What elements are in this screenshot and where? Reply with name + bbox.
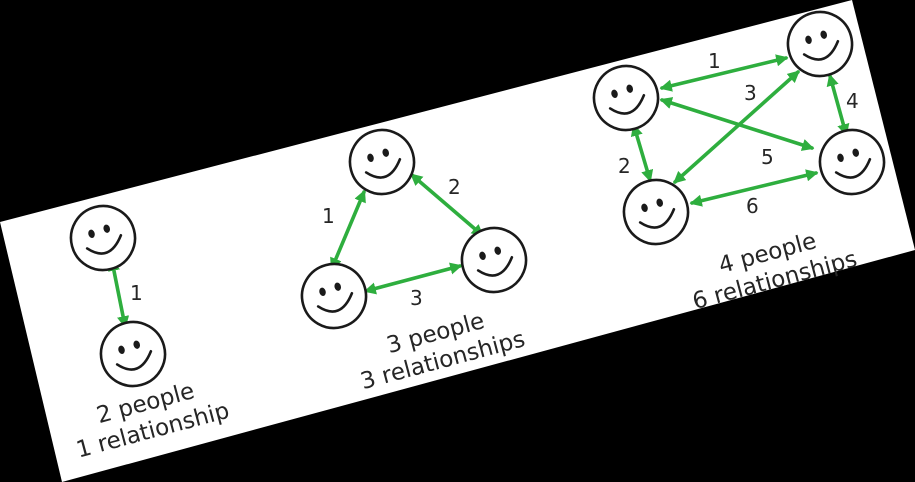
relationship-number: 3: [744, 81, 757, 105]
relationship-arrow: [107, 258, 130, 329]
relationship-number: 2: [448, 175, 461, 199]
relationship-number: 1: [708, 49, 721, 73]
relationship-arrow: [330, 189, 366, 271]
relationship-number: 1: [130, 281, 143, 305]
relationship-number: 1: [322, 204, 335, 228]
relationship-arrow: [363, 262, 463, 295]
relationship-number: 2: [618, 154, 631, 178]
relationship-number: 3: [410, 286, 423, 310]
relationship-number: 6: [746, 194, 759, 218]
relationship-arrow: [630, 123, 654, 183]
relationship-number: 5: [761, 145, 774, 169]
relationship-arrow: [689, 169, 819, 207]
relationship-arrow: [659, 97, 815, 151]
relationship-number: 4: [846, 89, 859, 113]
relationship-arrow: [826, 73, 850, 137]
relationship-arrow: [410, 173, 484, 237]
